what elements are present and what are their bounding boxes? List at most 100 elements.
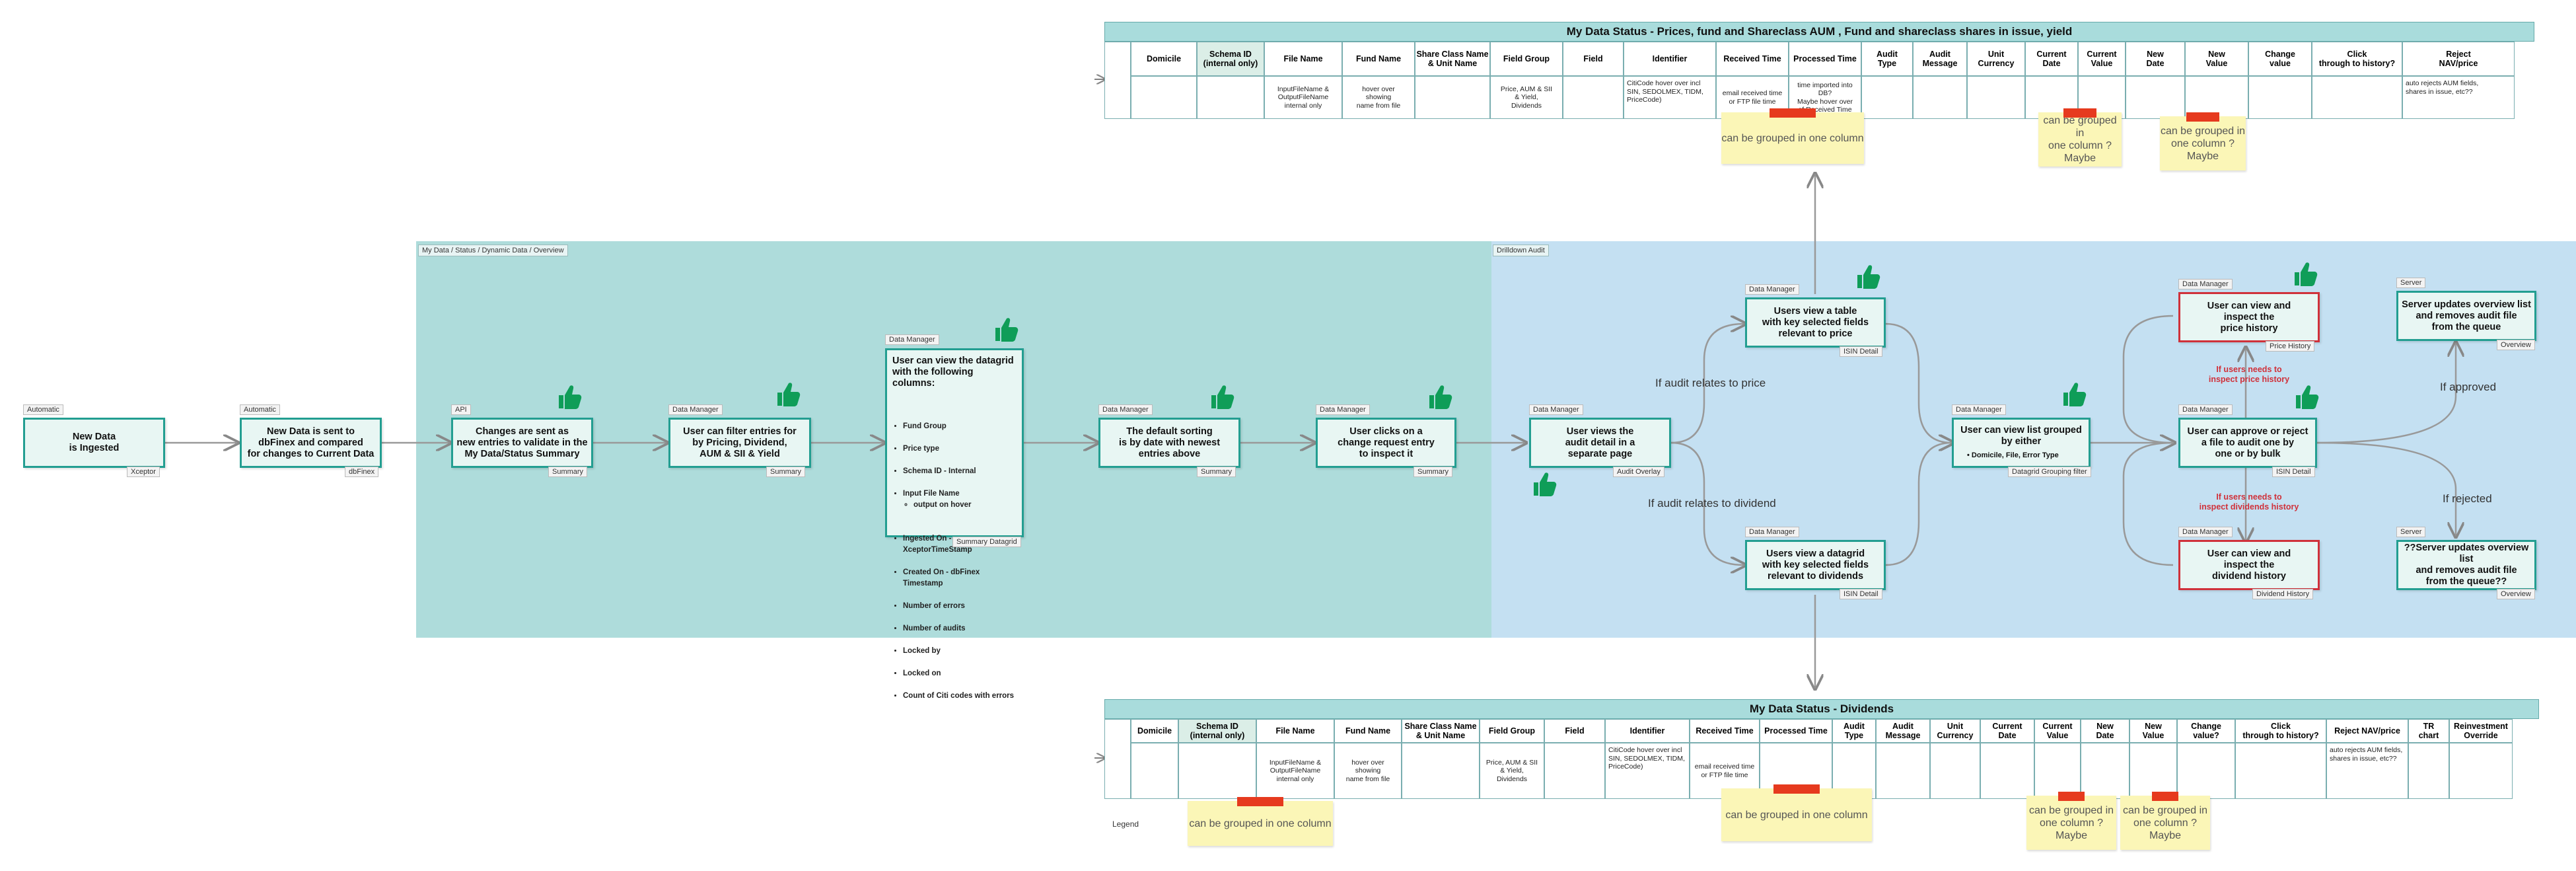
node-changes-sent[interactable]: Changes are sent as new entries to valid… [451, 418, 593, 468]
column-item: Created On - dbFinex Timestamp [903, 567, 1017, 589]
table-cell: CitiCode hover over incl SIN, SEDOLMEX, … [1605, 743, 1690, 799]
overview-region-label: My Data / Status / Dynamic Data / Overvi… [418, 245, 568, 256]
table-cell [2177, 743, 2235, 799]
node-page-tag: ISIN Detail [1840, 589, 1882, 599]
node-tag: Server [2396, 527, 2426, 537]
node-page-tag: Price History [2266, 341, 2315, 352]
table-cell: auto rejects AUM fields, shares in issue… [2326, 743, 2408, 799]
node-price-history[interactable]: User can view and inspect the price hist… [2178, 292, 2320, 342]
column-header: Audit Message [1876, 719, 1930, 743]
node-dividend-datagrid[interactable]: Users view a datagrid with key selected … [1745, 540, 1886, 590]
column-header: Identifier [1605, 719, 1690, 743]
column-header: Processed Time [1760, 719, 1832, 743]
column-header: TR chart [2408, 719, 2449, 743]
node-server-reject[interactable]: ??Server updates overview list and remov… [2396, 540, 2536, 590]
node-dividend-history[interactable]: User can view and inspect the dividend h… [2178, 540, 2320, 590]
table-cell [1876, 743, 1930, 799]
column-header: File Name [1264, 42, 1342, 76]
table-cell [2248, 76, 2312, 119]
column-header: Reinvestment Override [2449, 719, 2513, 743]
node-audit-detail[interactable]: User views the audit detail in a separat… [1529, 418, 1671, 468]
node-tag: Data Manager [1529, 404, 1583, 415]
table-cell: InputFileName & OutputFileName internal … [1264, 76, 1342, 119]
table-cell [2312, 76, 2402, 119]
node-server-approve[interactable]: Server updates overview list and removes… [2396, 291, 2536, 341]
row-handle-cell [1104, 719, 1131, 799]
column-header: Audit Type [1832, 719, 1876, 743]
column-header: Current Value [2078, 42, 2126, 76]
column-item: Number of errors [903, 601, 1017, 612]
node-tag: Data Manager [2178, 527, 2233, 537]
column-header: Field [1563, 42, 1624, 76]
node-approve-reject[interactable]: User can approve or reject a file to aud… [2178, 418, 2317, 468]
column-header: Processed Time [1789, 42, 1861, 76]
node-tag: API [451, 404, 471, 415]
table-cell: Price, AUM & SII & Yield, Dividends [1480, 743, 1544, 799]
dividends-table-title: My Data Status - Dividends [1104, 699, 2539, 719]
column-header: Audit Message [1913, 42, 1967, 76]
column-header: Identifier [1624, 42, 1716, 76]
column-item: Price type [903, 443, 1017, 455]
edge-label-approved: If approved [2440, 381, 2497, 393]
node-page-tag: Summary [1197, 467, 1236, 477]
thumbs-up-icon [1534, 473, 1557, 496]
column-header: New Value [2129, 719, 2177, 743]
row-handle-cell [1104, 42, 1131, 119]
table-cell [2129, 743, 2177, 799]
needs-price-history-note: If users needs to inspect price history [2208, 365, 2290, 384]
node-tag: Server [2396, 278, 2426, 288]
table-cell: Price, AUM & SII & Yield, Dividends [1490, 76, 1563, 119]
thumbs-up-icon [559, 385, 582, 409]
edge-label-dividend: If audit relates to dividend [1648, 497, 1776, 510]
table-cell [1197, 76, 1264, 119]
legend-label: Legend [1112, 819, 1139, 829]
needs-dividend-history-note: If users needs to inspect dividends hist… [2199, 492, 2299, 511]
table-cell [2081, 743, 2129, 799]
node-tag: Data Manager [2178, 404, 2233, 415]
grouped-option: • Domicile, File, Error Type [1967, 451, 2059, 459]
node-default-sorting[interactable]: The default sorting is by date with newe… [1098, 418, 1240, 468]
node-price-table[interactable]: Users view a table with key selected fie… [1745, 297, 1886, 348]
column-header: Schema ID (internal only) [1197, 42, 1264, 76]
thumbs-up-icon [995, 318, 1019, 342]
node-grouped-list[interactable]: User can view list grouped by either • D… [1952, 418, 2091, 468]
column-header: Field Group [1480, 719, 1544, 743]
edge-label-rejected: If rejected [2443, 492, 2492, 505]
thumbs-up-icon [2063, 383, 2087, 406]
grouped-title: User can view list grouped by either [1960, 424, 2082, 447]
node-page-tag: Summary [766, 467, 806, 477]
sticky-note: can be grouped in one column ? Maybe [2160, 112, 2246, 170]
node-new-data-ingested[interactable]: New Data is Ingested [23, 418, 165, 468]
node-page-tag: Dividend History [2252, 589, 2314, 599]
datagrid-column-list: Fund Group Price type Schema ID - Intern… [892, 398, 1017, 724]
column-header: Current Value [2034, 719, 2081, 743]
table-cell [2235, 743, 2326, 799]
column-item: Number of audits [903, 623, 1017, 634]
node-data-sent-dbfinex[interactable]: New Data is sent to dbFinex and compared… [240, 418, 382, 468]
sticky-note: can be grouped in one column ? Maybe [2038, 108, 2122, 167]
column-subitem: output on hover [913, 500, 1017, 511]
sticky-note: can be grouped in one column ? Maybe [2026, 792, 2116, 850]
column-header: New Value [2185, 42, 2248, 76]
table-cell [1178, 743, 1256, 799]
column-header: Reject NAV/price [2402, 42, 2515, 76]
node-tag: Data Manager [2178, 279, 2233, 289]
thumbs-up-icon [1211, 385, 1234, 409]
node-tag: Automatic [240, 404, 280, 415]
table-cell [1967, 76, 2025, 119]
node-view-datagrid[interactable]: User can view the datagrid with the foll… [885, 348, 1024, 700]
table-cell [1415, 76, 1490, 119]
column-header: Received Time [1716, 42, 1789, 76]
node-tag: Data Manager [1745, 527, 1799, 537]
column-item: Ingested On - XceptorTimeStamp [903, 533, 1017, 556]
column-item: Fund Group [903, 421, 1017, 432]
node-user-clicks-entry[interactable]: User clicks on a change request entry to… [1316, 418, 1456, 468]
node-filter-entries[interactable]: User can filter entries for by Pricing, … [668, 418, 811, 468]
node-page-tag: Overview [2497, 340, 2535, 350]
table-cell [1402, 743, 1480, 799]
column-header: Field [1544, 719, 1605, 743]
column-header: Schema ID (internal only) [1178, 719, 1256, 743]
column-header: New Date [2081, 719, 2129, 743]
node-tag: Automatic [23, 404, 63, 415]
